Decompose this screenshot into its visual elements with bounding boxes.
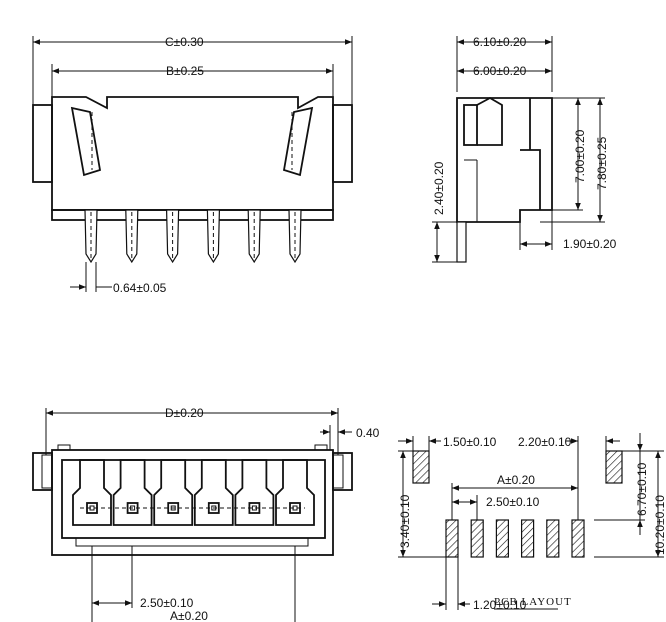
dim-side-pin-label: 2.40±0.20: [432, 161, 446, 215]
bottom-pin: [153, 459, 194, 526]
pcb-pad-left: [412, 450, 430, 484]
dim-side-body-label: 6.00±0.20: [473, 64, 527, 78]
dim-side-foot-label: 1.90±0.20: [563, 237, 617, 251]
dim-pcb-pad-w-label: 1.50±0.10: [443, 435, 497, 449]
dim-pcb-h1-label: 6.70±0.10: [635, 462, 649, 516]
bottom-view: D±0.20 0.40 2.50±0.10 A±0.20: [32, 406, 380, 622]
dim-d-label: D±0.20: [165, 406, 204, 420]
front-pin: [165, 209, 180, 264]
front-pin: [288, 209, 302, 264]
dim-pitch-bottom-label: 2.50±0.10: [140, 596, 194, 610]
bottom-pin: [72, 459, 112, 526]
front-pin: [247, 209, 261, 264]
dim-b-label: B±0.25: [166, 64, 204, 78]
dim-side-h1-label: 7.00±0.20: [573, 129, 587, 183]
pcb-pin-pad: [495, 519, 509, 558]
pcb-pin-pad: [470, 519, 484, 558]
pcb-pin-pad: [546, 519, 560, 558]
front-pins: [84, 209, 302, 264]
pcb-pin-pad: [445, 519, 459, 558]
dim-c-label: C±0.30: [165, 35, 204, 49]
pcb-pad-right: [605, 450, 623, 484]
front-pin: [206, 209, 221, 264]
dim-pcb-a-label: A±0.20: [497, 473, 535, 487]
side-view: 6.10±0.20 6.00±0.20 7.00±0.20 7.80±0.25 …: [432, 35, 617, 263]
dim-offset-label: 0.40: [356, 426, 380, 440]
bottom-pin: [193, 459, 234, 526]
dim-side-total-label: 6.10±0.20: [473, 35, 527, 49]
pcb-layout-title: PCB LAYOUT: [494, 596, 572, 608]
pcb-layout: 1.50±0.10 2.20±0.10 A±0.20 2.50±0.10 6.7…: [398, 433, 666, 612]
dim-pcb-pad-w2-label: 2.20±0.10: [518, 435, 572, 449]
pcb-pin-pad: [571, 519, 585, 558]
bottom-pin: [112, 459, 153, 526]
dim-pcb-pitch-label: 2.50±0.10: [486, 495, 540, 509]
dim-pcb-h2-label: 10.20±0.10: [653, 495, 666, 555]
bottom-pin: [275, 459, 315, 526]
pcb-pins: [445, 519, 585, 558]
dim-pcb-pin-h-label: 3.40±0.10: [398, 494, 412, 548]
pcb-pin-pad: [520, 519, 535, 558]
dim-side-h2-label: 7.80±0.25: [595, 136, 609, 190]
bottom-pins: [72, 459, 315, 526]
dim-pin-width-label: 0.64±0.05: [113, 281, 167, 295]
front-pin: [84, 209, 98, 264]
dim-a-bottom-label: A±0.20: [170, 609, 208, 622]
front-pin: [125, 209, 139, 264]
front-view: C±0.30 B±0.25 0.64±0.05: [32, 35, 353, 295]
bottom-pin: [234, 459, 275, 526]
